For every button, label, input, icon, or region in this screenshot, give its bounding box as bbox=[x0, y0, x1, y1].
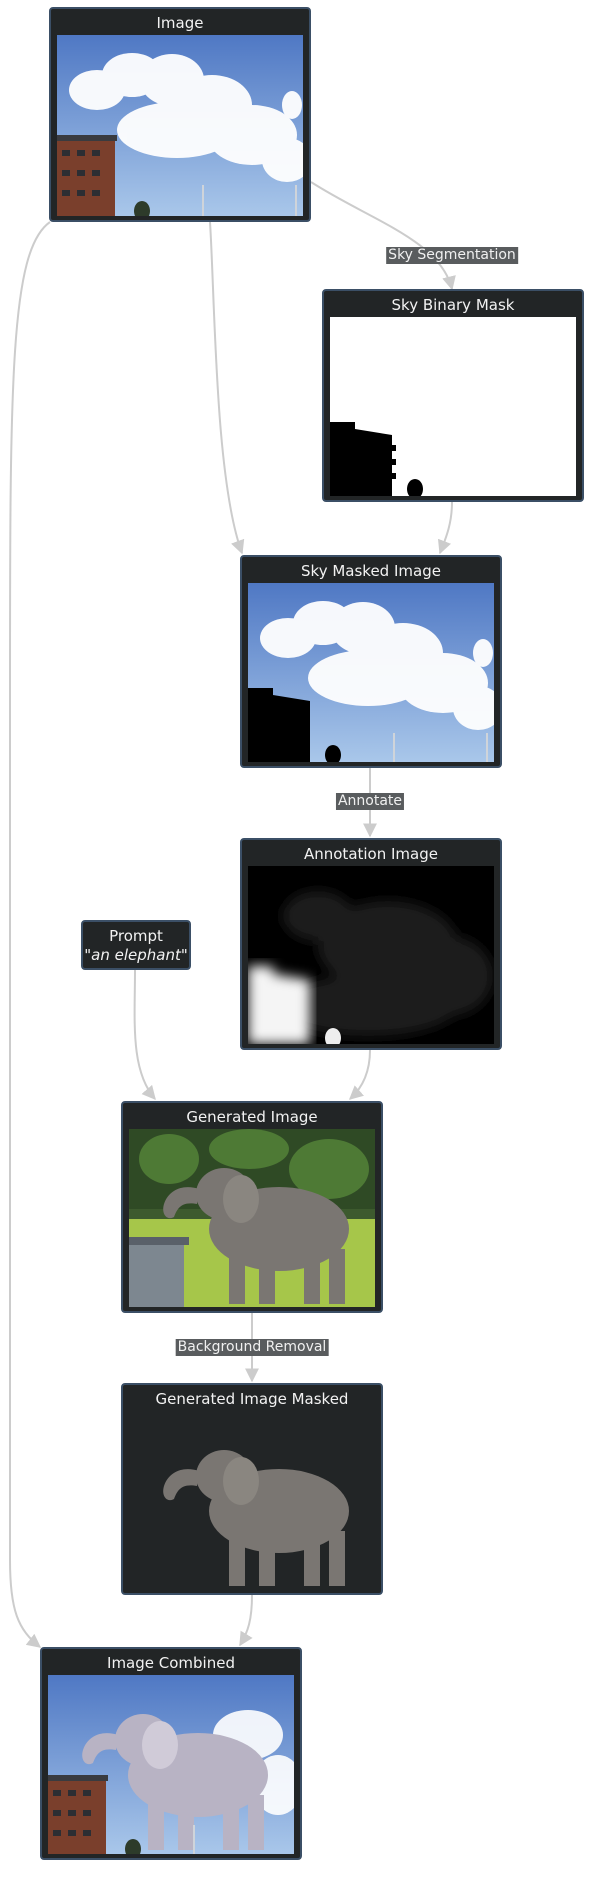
generated-thumbnail bbox=[129, 1129, 375, 1307]
edge-label-sky-segmentation: Sky Segmentation bbox=[386, 247, 518, 264]
edge-image-to-mask bbox=[310, 181, 456, 291]
edge-annotation-to-generated bbox=[348, 1049, 371, 1100]
node-title: Sky Binary Mask bbox=[391, 296, 515, 314]
node-title: Sky Masked Image bbox=[301, 562, 441, 580]
prompt-value: "an elephant" bbox=[84, 946, 188, 964]
edge-image-to-combined bbox=[9, 221, 51, 1648]
edge-label-annotate: Annotate bbox=[335, 793, 405, 810]
node-title: Image bbox=[156, 14, 204, 32]
node-sky-binary-mask[interactable]: Sky Binary Mask bbox=[322, 289, 584, 502]
sky-masked-thumbnail bbox=[248, 583, 494, 762]
edge-masked-to-combined bbox=[239, 1594, 253, 1647]
node-sky-masked-image[interactable]: Sky Masked Image bbox=[240, 555, 502, 768]
generated-masked-thumbnail bbox=[129, 1411, 375, 1589]
prompt-title: Prompt bbox=[109, 927, 163, 945]
node-prompt[interactable]: Prompt "an elephant" bbox=[81, 920, 191, 970]
node-image-combined[interactable]: Image Combined bbox=[40, 1647, 302, 1860]
node-generated-image[interactable]: Generated Image bbox=[121, 1101, 383, 1313]
edge-label-background-removal: Background Removal bbox=[175, 1339, 329, 1356]
combined-thumbnail bbox=[48, 1675, 294, 1854]
node-title: Image Combined bbox=[107, 1654, 235, 1672]
edge-mask-to-sky-masked bbox=[437, 501, 453, 555]
annotation-thumbnail bbox=[248, 866, 494, 1044]
image-thumbnail bbox=[57, 35, 303, 216]
edge-prompt-to-generated bbox=[133, 969, 156, 1101]
node-image[interactable]: Image bbox=[49, 7, 311, 222]
mask-thumbnail bbox=[330, 317, 576, 496]
node-title: Generated Image Masked bbox=[155, 1390, 349, 1408]
node-annotation-image[interactable]: Annotation Image bbox=[240, 838, 502, 1050]
node-generated-image-masked[interactable]: Generated Image Masked bbox=[121, 1383, 383, 1595]
node-title: Generated Image bbox=[186, 1108, 318, 1126]
edge-image-to-sky-masked bbox=[209, 221, 245, 555]
node-title: Annotation Image bbox=[303, 845, 438, 863]
